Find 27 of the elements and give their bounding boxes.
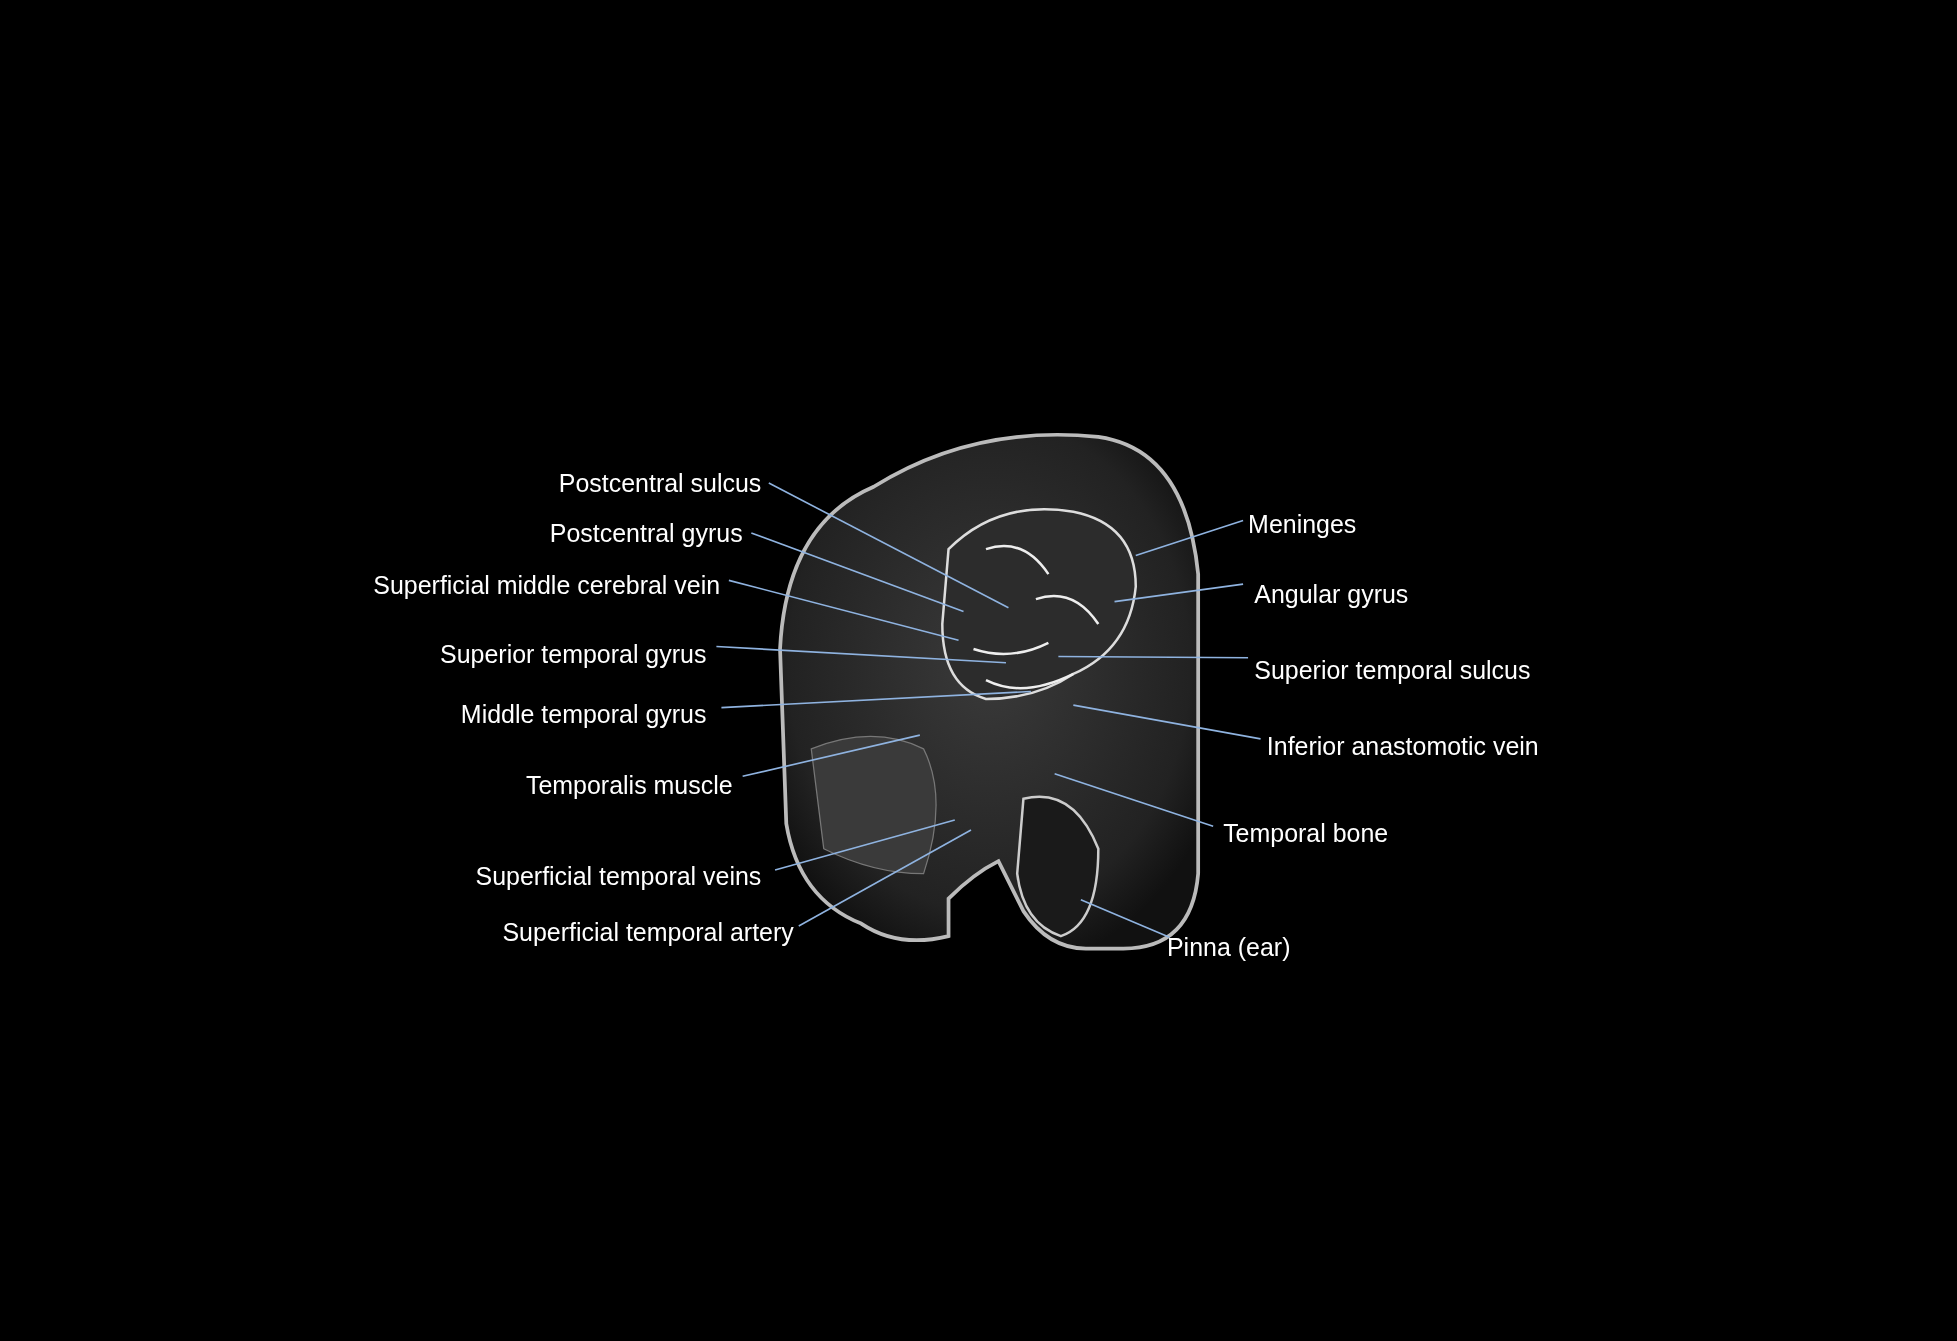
leader-line — [1134, 519, 1244, 557]
leader-line — [720, 690, 1032, 709]
structure-label: Meninges — [1248, 509, 1357, 540]
structure-label: Temporalis muscle — [525, 770, 733, 800]
leader-line — [1113, 583, 1244, 603]
structure-label: Inferior anastomotic vein — [1266, 731, 1539, 762]
leader-line — [741, 734, 921, 778]
structure-label: Superficial middle cerebral vein — [373, 570, 721, 601]
leader-line — [797, 829, 972, 927]
structure-label: Superficial temporal artery — [502, 917, 794, 948]
structure-label: Postcentral sulcus — [558, 468, 762, 498]
structure-label: Angular gyrus — [1254, 579, 1409, 610]
leader-line — [1057, 655, 1249, 659]
structure-label: Superficial temporal veins — [475, 861, 762, 892]
leader-line — [1080, 899, 1171, 939]
structure-label: Superior temporal gyrus — [440, 639, 707, 669]
leader-line — [1053, 773, 1214, 828]
structure-label: Middle temporal gyrus — [460, 698, 707, 729]
leader-line — [768, 482, 1010, 609]
leader-line — [750, 532, 965, 613]
structure-label: Pinna (ear) — [1166, 932, 1291, 963]
leader-line — [715, 645, 1007, 664]
structure-label: Temporal bone — [1223, 818, 1389, 849]
leader-line — [728, 579, 960, 642]
leader-line — [1072, 704, 1262, 740]
structure-label: Postcentral gyrus — [549, 517, 743, 548]
structure-label: Superior temporal sulcus — [1254, 655, 1531, 686]
